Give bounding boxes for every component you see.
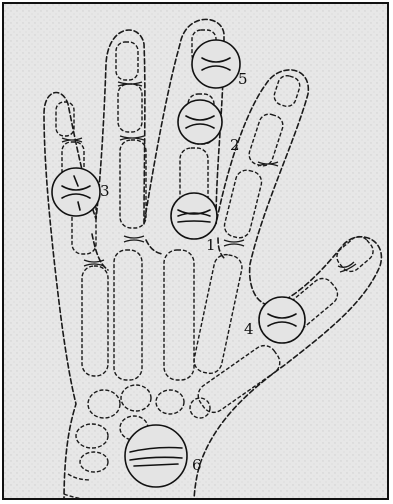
callout-label-6: 6 xyxy=(192,456,202,474)
callout-label-3: 3 xyxy=(100,182,110,200)
callout-label-4: 4 xyxy=(244,320,254,338)
callout-label-1: 1 xyxy=(206,236,216,254)
callout-circle-3 xyxy=(52,168,100,216)
callout-circle-6 xyxy=(125,425,187,487)
callout-label-5: 5 xyxy=(238,70,248,88)
hand-diagram: 1 2 3 4 5 6 xyxy=(4,4,389,500)
callout-circle-5 xyxy=(192,40,240,88)
hand-skeleton-figure: 1 2 3 4 5 6 xyxy=(2,2,389,500)
callout-label-2: 2 xyxy=(230,136,240,154)
callout-circle-4 xyxy=(259,297,305,343)
callout-circle-2 xyxy=(178,100,222,144)
